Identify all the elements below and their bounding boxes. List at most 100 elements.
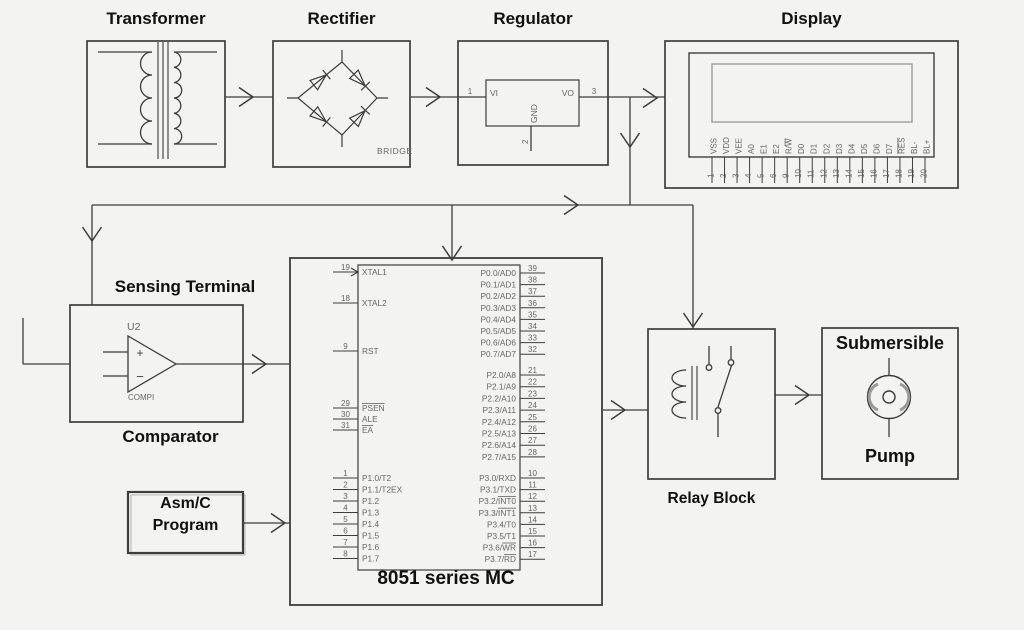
lcd-pin-number: 12 [819,169,828,178]
pin-number: 27 [528,436,537,445]
lcd-pin-label: RES [897,138,906,154]
pin-label: EA [362,425,374,435]
flow-arrow [425,86,442,108]
pin-number: 9 [343,342,348,351]
pin-label: P1.4 [362,519,379,529]
pin-label: P2.0/A8 [486,370,516,380]
sensing-terminal-title: Sensing Terminal [114,277,256,296]
pin-number: 14 [528,515,537,524]
flow-arrow [238,86,255,108]
flow-arrow [441,245,463,262]
pin-number: 3 [343,492,348,501]
pin-number: 34 [528,322,537,331]
pin-label: P1.0/T2 [362,473,391,483]
lcd-pin-label: D0 [797,143,806,154]
pin-label: P0.1/AD1 [480,280,516,290]
pin-number: 30 [341,410,350,419]
pin-label: P2.3/A11 [482,405,516,415]
pin-label: P2.2/A10 [482,393,517,403]
mcu-block [289,257,603,606]
pin-label: P1.5 [362,531,379,541]
pin-label: ALE [362,414,378,424]
pin-number: 6 [343,527,348,536]
display-title: Display [781,9,842,28]
lcd-pin-number: 16 [869,169,878,178]
transformer-title: Transformer [106,9,206,28]
pin-number: 1 [343,469,348,478]
mcu-chip [357,264,521,571]
lcd-pin-number: 20 [920,169,929,178]
relay-icon [671,346,735,437]
lcd-pin-number: 18 [894,169,903,178]
pump-block [821,327,959,480]
lcd-pin-number: 11 [807,169,816,178]
pin-label: P1.2 [362,496,379,506]
lcd-pin-label: D1 [810,143,819,154]
lcd-pin-label: D4 [847,143,856,154]
pin-number: 28 [528,448,537,457]
pump-title-line2: Pump [864,446,915,466]
pin-number: 29 [341,399,350,408]
lcd-pin-label: D7 [885,143,894,154]
flow-arrow [563,194,580,216]
pin-label: XTAL2 [362,298,387,308]
comparator-part-label: COMPI [128,393,154,402]
pin-label: P0.5/AD5 [480,326,516,336]
program-block-shadow [130,494,246,556]
relay-title: Relay Block [667,490,756,507]
pin-label: P1.7 [362,554,379,564]
lcd-pin-label: E1 [760,144,769,154]
lcd-pin-label: VSS [710,138,719,154]
comparator-title: Comparator [122,427,219,446]
pin-label: P1.3 [362,508,379,518]
pin-number: 8 [343,550,348,559]
pin-label: P3.4/T0 [487,519,516,529]
lcd-pin-number: 2 [719,173,728,178]
pin-number: 31 [341,421,350,430]
pin-number: 13 [528,504,537,513]
pin-label: P0.0/AD0 [480,268,516,278]
lcd-pin-number: 15 [857,169,866,178]
flow-arrow [794,384,811,406]
pin-label: P2.4/A12 [482,417,517,427]
pin-number: 23 [528,389,537,398]
lcd-module [688,52,935,158]
pin-number: 11 [528,481,537,490]
pin-label: P1.6 [362,542,379,552]
lcd-pin-label: E2 [772,144,781,154]
regulator-pin1-number: 1 [468,87,473,96]
comparator-ref-label: U2 [127,321,141,333]
pin-label: P1.1/T2EX [362,485,403,495]
pin-label: P3.1/TXD [480,485,516,495]
lcd-pin-label: BL+ [923,139,932,154]
pin-label: P2.5/A13 [482,429,517,439]
pin-number: 22 [528,378,537,387]
pin-number: 26 [528,425,537,434]
lcd-pin-label: BL- [910,141,919,154]
pin-number: 25 [528,413,537,422]
bridge-tag: BRIDGE [377,146,413,156]
lcd-pin-number: 3 [732,173,741,178]
regulator-gnd-label: GND [529,104,539,123]
pump-title-line1: Submersible [835,333,945,353]
flow-arrow [270,512,287,534]
program-title-line2: Program [152,517,219,534]
pin-label: P0.7/AD7 [480,349,516,359]
pin-number: 36 [528,299,537,308]
flow-arrow [619,132,641,149]
lcd-pin-number: 14 [844,169,853,178]
lcd-pin-label: D5 [860,143,869,154]
lcd-pin-number: 1 [707,173,716,178]
pin-label: P0.2/AD2 [480,291,516,301]
regulator-pin3-number: 3 [592,87,597,96]
flow-arrow [642,87,659,109]
rectifier-block [272,40,411,168]
pin-label: P3.5/T1 [487,531,516,541]
pin-number: 37 [528,287,537,296]
pin-number: 2 [343,481,348,490]
pin-label: P2.7/A15 [482,452,517,462]
pump-motor-icon [866,374,912,420]
regulator-ic [485,79,580,127]
pin-label: P3.7/RD [485,554,516,564]
